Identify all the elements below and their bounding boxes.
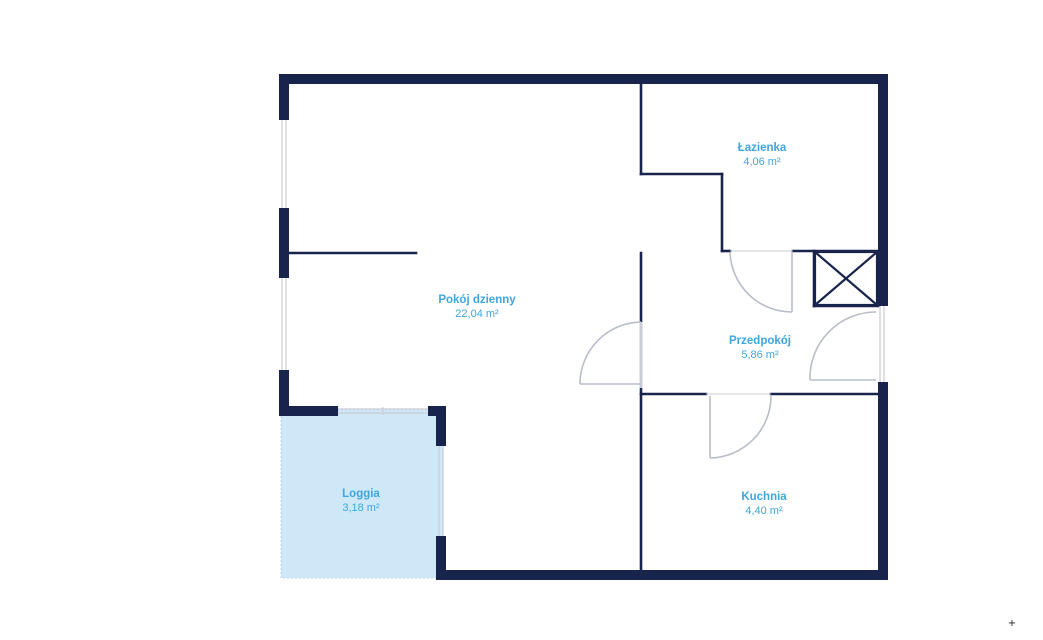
bathroom-door	[729, 250, 793, 313]
loggia-area-label: 3,18 m²	[342, 502, 380, 514]
kitchen-area: 4,40 m²	[745, 505, 783, 517]
kitchen-name: Kuchnia	[741, 491, 787, 503]
doors	[579, 250, 877, 459]
loggia-name: Loggia	[342, 488, 380, 500]
kitchen-door	[706, 393, 772, 459]
living-room-area: 22,04 m²	[455, 308, 499, 320]
windows	[281, 120, 885, 536]
living-room-name: Pokój dzienny	[438, 294, 516, 306]
outer-walls	[279, 74, 888, 580]
plus-mark-icon: +	[1007, 618, 1017, 629]
ventilation-shaft-icon	[813, 250, 879, 307]
hall-area: 5,86 m²	[741, 349, 779, 361]
bathroom-name: Łazienka	[738, 142, 787, 154]
hall-name: Przedpokój	[729, 335, 791, 347]
living-room-door	[579, 321, 643, 388]
bathroom-area: 4,06 m²	[743, 156, 781, 168]
room-labels: Pokój dzienny 22,04 m² Łazienka 4,06 m² …	[342, 142, 791, 517]
entrance-door	[809, 311, 877, 381]
